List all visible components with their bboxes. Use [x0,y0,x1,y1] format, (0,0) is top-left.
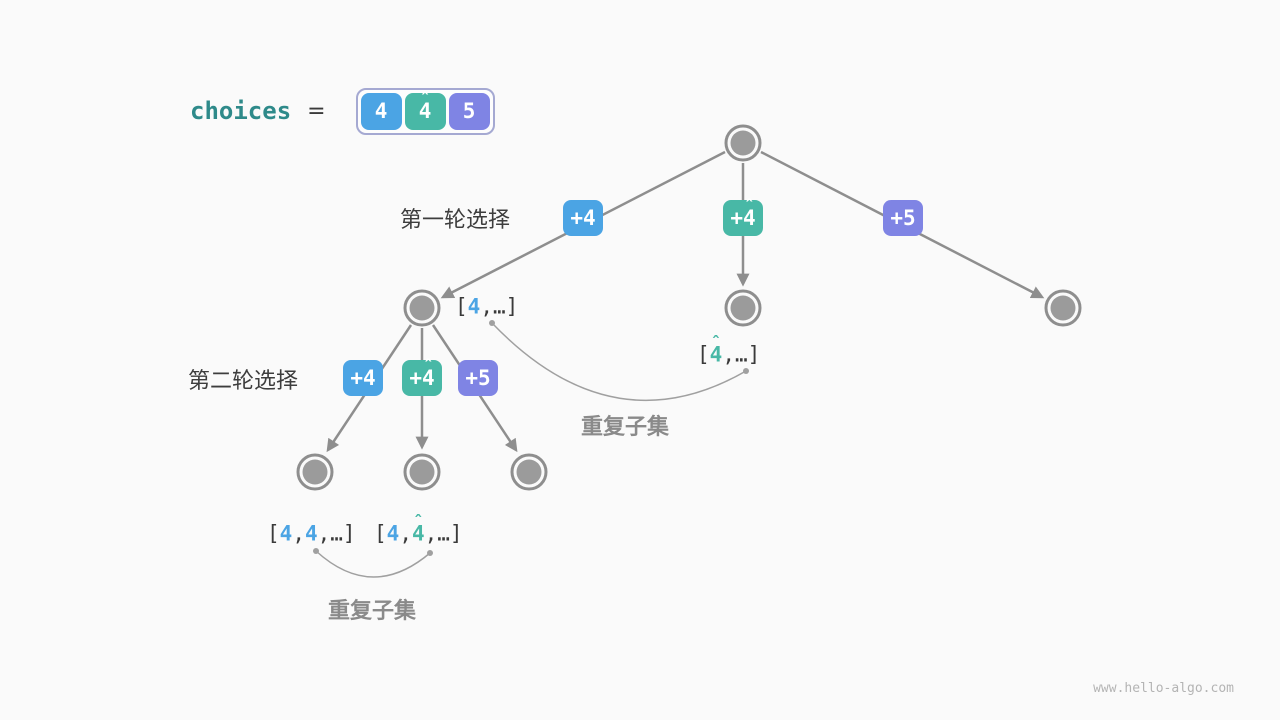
edge-label-l2-plus5: +5 [458,360,498,396]
duplicate-subset-label-2: 重复子集 [327,599,417,624]
edge-label-l2-plus4: +4 [343,360,383,396]
tree-node-leaf-4-4hat [403,453,441,491]
edge-label-l1-plus4: +4 [563,200,603,236]
tree-node-child-4hat [724,289,762,327]
edge-label-l1-plus5: +5 [883,200,923,236]
node-core [1050,295,1076,321]
duplicate-link-curve-level2 [315,550,431,578]
choices-label: choices [190,97,292,125]
curve-endpoint-dot [743,368,749,374]
node-core [302,459,328,485]
curve-endpoint-dot [489,320,495,326]
curve-endpoint-dot [313,548,319,554]
choice-chip-5: 5 [448,92,490,130]
node-core [409,295,435,321]
node-core [730,295,756,321]
tree-node-leaf-4-4 [296,453,334,491]
tree-node-child-5 [1044,289,1082,327]
subset-label-4: [4,…] [455,294,519,319]
equals-sign: = [307,98,326,124]
tree-node-leaf-4-5 [510,453,548,491]
round-1-label: 第一轮选择 [399,208,510,233]
round-2-label: 第二轮选择 [187,369,298,394]
subset-label-4-4: [4,4,…] [267,521,356,546]
node-core [409,459,435,485]
node-core [730,130,756,156]
duplicate-subset-label-1: 重复子集 [580,415,670,440]
tree-node-root [724,124,762,162]
site-watermark: www.hello-algo.com [1093,681,1234,696]
node-core [516,459,542,485]
choice-chip-4: 4 [360,92,402,130]
tree-node-child-4 [403,289,441,327]
curve-endpoint-dot [427,550,433,556]
duplicate-link-curve-level1 [491,322,747,402]
